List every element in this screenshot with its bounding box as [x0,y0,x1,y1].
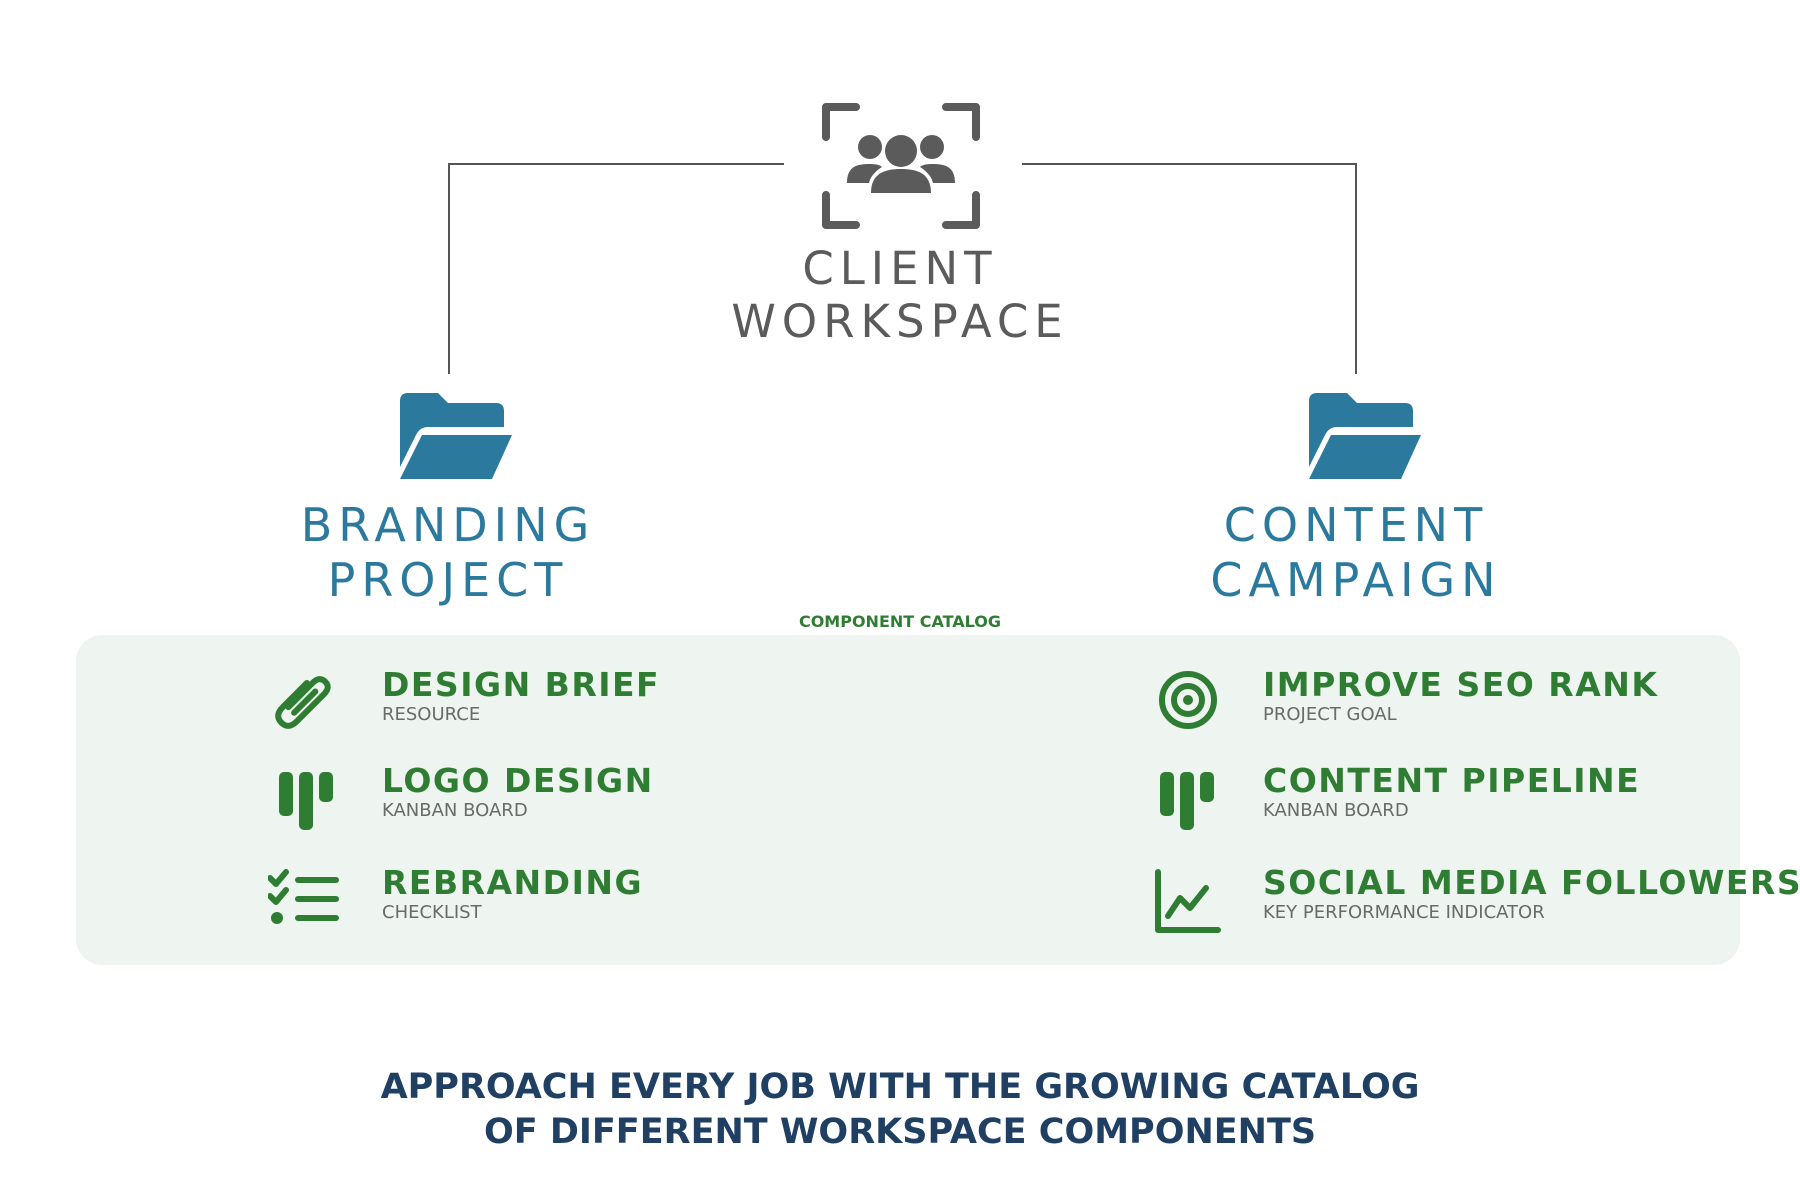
item-subtitle: PROJECT GOAL [1263,704,1397,725]
item-subtitle: KANBAN BOARD [1263,800,1409,821]
catalog-item-logo-design: LOGO DESIGN KANBAN BOARD [382,762,654,822]
kanban-icon [279,772,333,830]
people-focus-icon [822,103,980,229]
tagline-line2: OF DIFFERENT WORKSPACE COMPONENTS [483,1112,1317,1152]
catalog-item-rebranding: REBRANDING CHECKLIST [382,864,643,924]
item-subtitle: KEY PERFORMANCE INDICATOR [1263,902,1545,923]
line-chart-icon [1155,869,1221,933]
connector-right [1022,163,1357,374]
root-label-line2: WORKSPACE [731,295,1069,348]
checklist-icon [268,869,339,924]
item-subtitle: CHECKLIST [382,902,482,923]
catalog-title: COMPONENT CATALOG [798,612,1002,631]
item-title: CONTENT PIPELINE [1263,761,1641,800]
branch-left-line1: BRANDING [300,498,596,552]
item-subtitle: RESOURCE [382,704,481,725]
paperclip-icon [275,676,331,729]
folder-open-icon [400,393,512,479]
branch-label-branding: BRANDING PROJECT [238,498,658,608]
branch-left-line2: PROJECT [327,553,569,607]
catalog-item-content-pipeline: CONTENT PIPELINE KANBAN BOARD [1263,762,1640,822]
target-icon [1159,671,1217,729]
branch-right-line1: CONTENT [1223,498,1489,552]
tagline-line1: APPROACH EVERY JOB WITH THE GROWING CATA… [380,1067,1420,1107]
root-label: CLIENT WORKSPACE [600,242,1200,348]
root-label-line1: CLIENT [802,242,998,295]
item-title: REBRANDING [382,863,644,902]
catalog-item-social-media-followers: SOCIAL MEDIA FOLLOWERS KEY PERFORMANCE I… [1263,864,1800,924]
connector-left [448,163,784,374]
item-title: IMPROVE SEO RANK [1263,665,1659,704]
branch-label-content: CONTENT CAMPAIGN [1146,498,1566,608]
item-title: DESIGN BRIEF [382,665,661,704]
connector-lines [448,163,1357,374]
item-title: SOCIAL MEDIA FOLLOWERS [1263,863,1800,902]
folder-open-icon [1309,393,1421,479]
kanban-icon [1160,772,1214,830]
item-title: LOGO DESIGN [382,761,654,800]
catalog-item-design-brief: DESIGN BRIEF RESOURCE [382,666,660,726]
tagline: APPROACH EVERY JOB WITH THE GROWING CATA… [300,1065,1500,1155]
catalog-item-improve-seo-rank: IMPROVE SEO RANK PROJECT GOAL [1263,666,1658,726]
catalog-panel [76,635,1740,965]
branch-right-line2: CAMPAIGN [1210,553,1502,607]
item-subtitle: KANBAN BOARD [382,800,528,821]
